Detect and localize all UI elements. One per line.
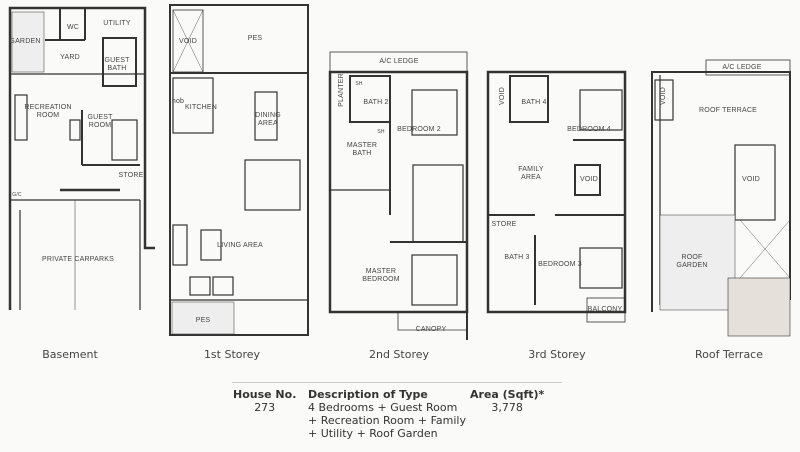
room-label: BATH 4 [521, 99, 547, 106]
plan-caption-1st-storey: 1st Storey [203, 348, 261, 361]
description-column: Description of Type 4 Bedrooms + Guest R… [308, 388, 466, 440]
room-label: WC [66, 24, 80, 31]
area-header: Area (Sqft)* [470, 388, 545, 401]
room-label: KITCHEN [184, 104, 218, 111]
room-label: VOID [580, 176, 598, 183]
plan-caption-3rd-storey: 3rd Storey [528, 348, 586, 361]
basement-plan [8, 6, 155, 310]
first-storey-plan [169, 4, 309, 336]
room-label: PLANTER [338, 73, 345, 107]
room-label: A/C LEDGE [379, 58, 419, 65]
area-column: Area (Sqft)* 3,778 [470, 388, 544, 414]
room-label: FAMILY AREA [518, 166, 544, 181]
plan-caption-basement: Basement [42, 348, 98, 361]
room-label: LIVING AREA [217, 242, 263, 249]
room-label: PES [195, 317, 211, 324]
room-label: GARDEN [9, 38, 41, 45]
room-label: BATH 3 [504, 254, 530, 261]
room-label: BEDROOM 4 [567, 126, 611, 133]
room-label: GUEST BATH [104, 57, 130, 72]
room-label: MASTER BEDROOM [362, 268, 400, 283]
room-label: BEDROOM 3 [538, 261, 582, 268]
room-label: PRIVATE CARPARKS [41, 256, 115, 263]
description-line: 4 Bedrooms + Guest Room [308, 401, 458, 414]
room-label: BEDROOM 2 [397, 126, 441, 133]
room-label: BALCONY [587, 306, 623, 313]
room-label: UTILITY [103, 20, 131, 27]
second-storey-plan [328, 51, 469, 340]
shower-label: SH [377, 129, 385, 135]
house-no-header: House No. [233, 388, 297, 401]
roof-terrace-plan [651, 59, 791, 337]
room-label: G/C [12, 192, 22, 198]
room-label: DINING AREA [255, 112, 281, 127]
area-value: 3,778 [491, 401, 523, 414]
third-storey-plan [486, 70, 627, 323]
description-line: + Utility + Roof Garden [308, 427, 438, 440]
plan-caption-roof-terrace: Roof Terrace [694, 348, 764, 361]
room-label: CANOPY [415, 326, 447, 333]
shower-label: SH [355, 81, 363, 87]
divider [232, 382, 562, 383]
room-label: VOID [742, 176, 760, 183]
room-label: PES [247, 35, 263, 42]
room-label: A/C LEDGE [722, 64, 762, 71]
house-no-column: House No. 273 [233, 388, 296, 414]
room-label: ROOF GARDEN [676, 254, 708, 269]
room-label: hob [171, 98, 185, 105]
description-line: + Recreation Room + Family [308, 414, 466, 427]
room-label: RECREATION ROOM [24, 104, 72, 119]
description-header: Description of Type [308, 388, 428, 401]
room-label: MASTER BATH [346, 142, 378, 157]
room-label: GUEST ROOM [87, 114, 113, 129]
room-label: STORE [118, 172, 144, 179]
room-label: VOID [660, 87, 667, 105]
room-label: VOID [179, 38, 197, 45]
house-no-value: 273 [254, 401, 276, 414]
room-label: YARD [60, 54, 80, 61]
room-label: VOID [499, 87, 506, 105]
plan-caption-2nd-storey: 2nd Storey [368, 348, 430, 361]
room-label: STORE [491, 221, 517, 228]
room-label: BATH 2 [363, 99, 389, 106]
room-label: ROOF TERRACE [699, 107, 757, 114]
